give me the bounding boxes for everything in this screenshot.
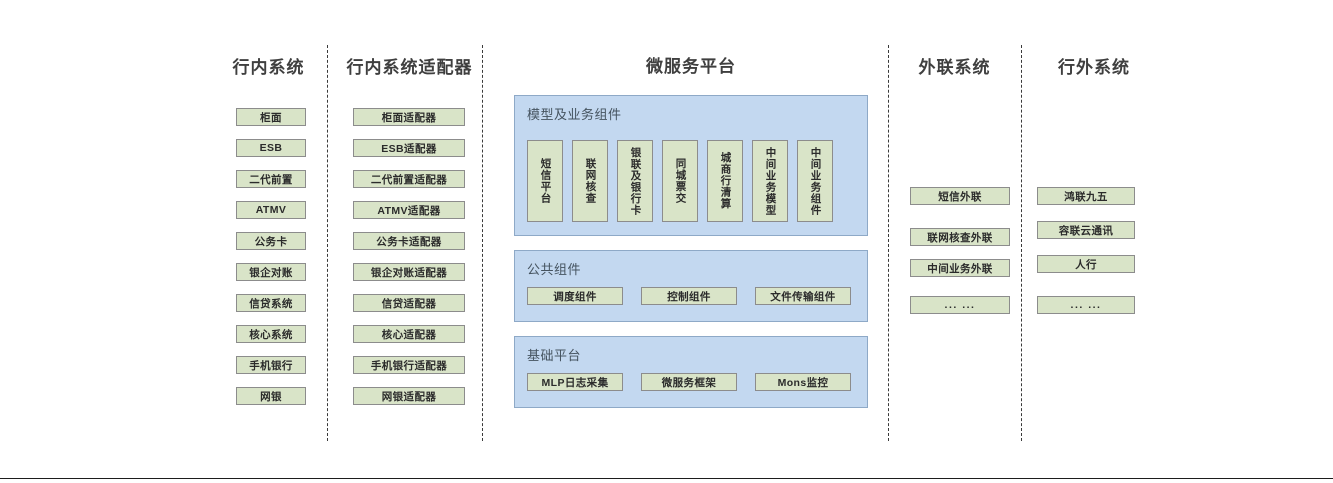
list-item[interactable]: 调度组件 — [527, 287, 623, 305]
list-item[interactable]: 同城票交 — [662, 140, 698, 222]
column-title-offbank-systems: 行外系统 — [1058, 58, 1130, 77]
list-item[interactable]: ATMV — [236, 201, 306, 219]
column-divider-3 — [888, 45, 889, 441]
panel-title: 公共组件 — [527, 262, 582, 277]
list-item[interactable]: 中间业务模型 — [752, 140, 788, 222]
list-item[interactable]: 人行 — [1037, 255, 1135, 273]
list-item[interactable]: 城商行清算 — [707, 140, 743, 222]
list-item[interactable]: 联网核查 — [572, 140, 608, 222]
list-item[interactable]: 网银适配器 — [353, 387, 465, 405]
list-item-label: 短信平台 — [539, 158, 552, 204]
list-item[interactable]: 公务卡适配器 — [353, 232, 465, 250]
column-title-inbank-adapters: 行内系统适配器 — [346, 58, 473, 77]
list-item-label: 中间业务组件 — [809, 146, 822, 216]
list-item[interactable]: 中间业务组件 — [797, 140, 833, 222]
list-item[interactable]: ... ... — [910, 296, 1010, 314]
list-item[interactable]: 二代前置 — [236, 170, 306, 188]
list-item[interactable]: 公务卡 — [236, 232, 306, 250]
list-item[interactable]: 网银 — [236, 387, 306, 405]
panel-title: 模型及业务组件 — [527, 107, 622, 122]
bottom-divider — [0, 478, 1333, 479]
list-item-label: 同城票交 — [674, 158, 687, 204]
list-item[interactable]: 短信平台 — [527, 140, 563, 222]
list-item[interactable]: 核心适配器 — [353, 325, 465, 343]
column-divider-4 — [1021, 45, 1022, 441]
column-title-external-link-systems: 外联系统 — [918, 58, 991, 77]
list-item[interactable]: 柜面适配器 — [353, 108, 465, 126]
list-item[interactable]: ESB — [236, 139, 306, 157]
list-item[interactable]: MLP日志采集 — [527, 373, 623, 391]
list-item[interactable]: 容联云通讯 — [1037, 221, 1135, 239]
panel-public-components: 公共组件 — [514, 250, 868, 322]
list-item[interactable]: 控制组件 — [641, 287, 737, 305]
list-item[interactable]: 核心系统 — [236, 325, 306, 343]
list-item[interactable]: 银企对账 — [236, 263, 306, 281]
list-item-label: 联网核查 — [584, 158, 597, 204]
list-item[interactable]: 手机银行 — [236, 356, 306, 374]
list-item[interactable]: ... ... — [1037, 296, 1135, 314]
list-item[interactable]: 短信外联 — [910, 187, 1010, 205]
list-item[interactable]: 鸿联九五 — [1037, 187, 1135, 205]
list-item[interactable]: ESB适配器 — [353, 139, 465, 157]
list-item-label: 城商行清算 — [719, 152, 732, 210]
list-item-label: 银联及银行卡 — [629, 146, 642, 216]
list-item[interactable]: 银联及银行卡 — [617, 140, 653, 222]
list-item[interactable]: 微服务框架 — [641, 373, 737, 391]
list-item[interactable]: 信贷系统 — [236, 294, 306, 312]
column-divider-2 — [482, 45, 483, 441]
column-divider-1 — [327, 45, 328, 441]
list-item[interactable]: 银企对账适配器 — [353, 263, 465, 281]
list-item[interactable]: Mons监控 — [755, 373, 851, 391]
column-title-inbank-systems: 行内系统 — [232, 58, 305, 77]
list-item[interactable]: 柜面 — [236, 108, 306, 126]
list-item[interactable]: ATMV适配器 — [353, 201, 465, 219]
list-item[interactable]: 文件传输组件 — [755, 287, 851, 305]
list-item[interactable]: 信贷适配器 — [353, 294, 465, 312]
list-item[interactable]: 二代前置适配器 — [353, 170, 465, 188]
panel-title: 基础平台 — [527, 348, 582, 363]
column-title-microservice-platform: 微服务平台 — [646, 57, 736, 76]
list-item[interactable]: 手机银行适配器 — [353, 356, 465, 374]
list-item-label: 中间业务模型 — [764, 146, 777, 216]
list-item[interactable]: 中间业务外联 — [910, 259, 1010, 277]
panel-base-platform: 基础平台 — [514, 336, 868, 408]
list-item[interactable]: 联网核查外联 — [910, 228, 1010, 246]
